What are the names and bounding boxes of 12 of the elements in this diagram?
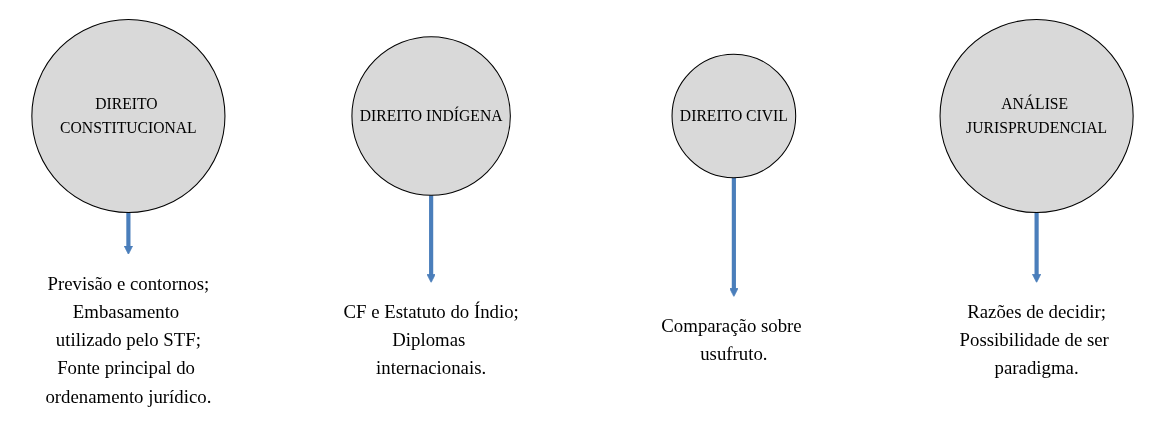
arrow xyxy=(123,212,133,255)
node-circle: DIREITO INDÍGENA xyxy=(351,36,511,196)
arrow xyxy=(426,195,436,283)
node-circle: DIREITO CIVIL xyxy=(671,53,797,179)
arrow xyxy=(1032,212,1042,283)
node-text: Comparação sobre usufruto. xyxy=(661,315,802,365)
node-text: Razões de decidir; Possibilidade de ser paradigma. xyxy=(959,301,1109,379)
node-text: Previsão e contornos; Embasamento utilizado pelo STF; Fonte principal do ordenamento jurídico. xyxy=(45,273,212,407)
node-text: CF e Estatuto do Índio; Diplomas internacionais. xyxy=(343,301,519,379)
node-circle: DIREITO CONSTITUCIONAL xyxy=(31,18,226,214)
node-circle: ANÁLISE JURISPRUDENCIAL xyxy=(939,18,1134,214)
arrow xyxy=(729,177,739,297)
